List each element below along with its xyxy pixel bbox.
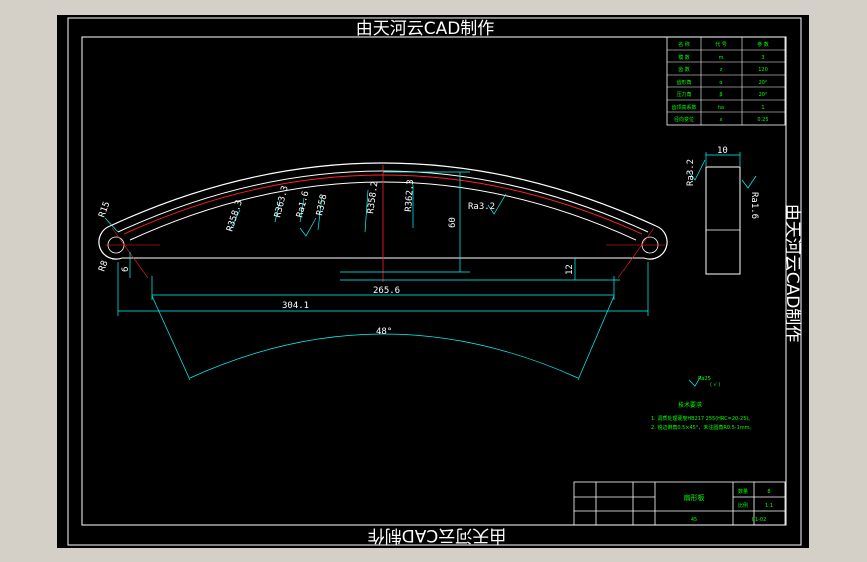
title-block-qty-label: 数量 bbox=[738, 488, 748, 495]
param-cell: 0.25 bbox=[757, 117, 768, 123]
tech-requirement-1: 1. 调质处理硬度HB217 255(HRC=20-25)。 bbox=[651, 415, 753, 422]
title-block-scale: 1:1 bbox=[765, 503, 773, 509]
watermark-top: 由天河云CAD制作 bbox=[356, 19, 495, 39]
dim-chord-length: 265.6 bbox=[373, 286, 400, 296]
param-cell: 压力角 bbox=[676, 91, 691, 98]
roughness-note-value: Ra25 bbox=[698, 376, 711, 382]
title-block-material: 45 bbox=[691, 517, 697, 523]
dim-r-end: R15 bbox=[97, 200, 112, 219]
inner-frame bbox=[81, 36, 787, 526]
side-view bbox=[705, 152, 741, 275]
tech-requirements-title: 技术要求 bbox=[678, 401, 702, 409]
param-cell: α bbox=[719, 80, 723, 86]
dim-radius-4: R358.2 bbox=[366, 181, 380, 215]
param-header-value: 参 数 bbox=[757, 41, 769, 48]
dim-surface-left: Ra1.6 bbox=[295, 190, 311, 219]
param-header-name: 名 称 bbox=[678, 41, 690, 48]
dim-angle: 48° bbox=[376, 327, 392, 337]
param-cell: 20° bbox=[759, 80, 768, 86]
title-block-name: 扇形板 bbox=[684, 493, 705, 502]
param-header-code: 代 号 bbox=[715, 41, 727, 48]
dim-radius-5: R362.3 bbox=[404, 179, 416, 212]
param-cell: z bbox=[720, 67, 723, 73]
title-block-scale-label: 比例 bbox=[738, 502, 748, 509]
dim-end-offset: 6 bbox=[121, 267, 131, 272]
param-cell: 齿形角 bbox=[676, 79, 691, 86]
title-block-qty: 8 bbox=[767, 489, 770, 495]
dim-radius-3: R358 bbox=[315, 193, 329, 216]
outer-frame bbox=[67, 17, 802, 546]
sector-plate-front-view bbox=[98, 162, 668, 282]
param-cell: 齿顶高系数 bbox=[671, 104, 696, 111]
param-cell: 齿 数 bbox=[678, 66, 690, 73]
title-block bbox=[573, 481, 786, 526]
param-cell: 模 数 bbox=[678, 54, 690, 61]
roughness-note-suffix: ( √ ) bbox=[710, 382, 720, 388]
dim-overall-length: 304.1 bbox=[282, 301, 309, 311]
tech-requirement-2: 2. 锐边倒角0.5×45°，未注圆角R0.5-1mm。 bbox=[651, 424, 755, 431]
dim-r-end-left: R8 bbox=[97, 259, 110, 273]
dim-surface-mid: Ra3.2 bbox=[468, 202, 495, 212]
param-cell: ha bbox=[718, 105, 724, 111]
param-cell: 120 bbox=[758, 67, 768, 73]
roughness-symbols bbox=[299, 159, 757, 387]
dim-surface-side-left: Ra3.2 bbox=[686, 159, 696, 186]
dim-thickness: 10 bbox=[717, 146, 728, 156]
cad-viewport[interactable] bbox=[57, 15, 809, 548]
dim-height: 60 bbox=[448, 217, 458, 228]
param-cell: 3 bbox=[761, 55, 764, 61]
param-cell: m bbox=[719, 55, 724, 61]
dimension-lines bbox=[104, 171, 649, 381]
param-cell: β bbox=[719, 92, 722, 98]
dim-radius-2: R363.3 bbox=[273, 185, 291, 219]
param-cell: x bbox=[720, 117, 723, 123]
param-cell: 1 bbox=[761, 105, 764, 111]
dim-surface-side-right: Ra1.6 bbox=[749, 192, 759, 219]
parameter-table: 名 称 代 号 参 数 模 数 m 3 齿 数 z 120 齿形角 α 20° … bbox=[666, 36, 786, 126]
dim-step: 12 bbox=[565, 264, 575, 275]
param-cell: 20° bbox=[759, 92, 768, 98]
title-block-drawing-no: 01-02 bbox=[752, 517, 767, 523]
watermark-right: 由天河云CAD制作 bbox=[782, 204, 802, 343]
param-cell: 径向变位 bbox=[674, 116, 694, 123]
watermark-bottom: 由天河云CAD制作 bbox=[368, 525, 507, 545]
